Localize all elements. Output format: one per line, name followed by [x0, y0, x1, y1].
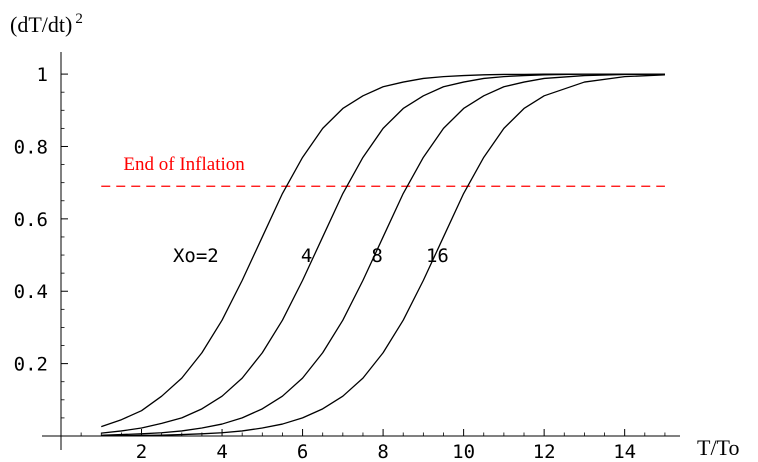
y-tick-label: 0.2	[14, 354, 48, 376]
curve-label: 8	[371, 245, 382, 267]
curve-labels: Xo=2 4 8 16	[173, 245, 449, 267]
x-axis-title: T/To	[697, 435, 739, 460]
axes	[42, 52, 680, 450]
y-tick-label: 0.8	[14, 136, 48, 158]
series-line	[101, 74, 665, 437]
axis-titles: (dT/dt)2T/To	[10, 11, 739, 460]
x-tick-label: 14	[613, 441, 636, 462]
y-axis-title: (dT/dt)2	[10, 11, 83, 37]
curve-label: 16	[426, 245, 449, 267]
reference-line-group: End of Inflation	[101, 154, 665, 187]
x-tick-label: 6	[297, 441, 308, 462]
series-group	[101, 73, 665, 437]
series-line	[101, 73, 665, 428]
series-line	[101, 73, 665, 434]
ticks: 2 4 6 8 10 12 14 0.2 0.4 0.6 0.8 1	[14, 64, 666, 462]
curve-label: Xo=2	[173, 245, 219, 267]
x-tick-label: 4	[216, 441, 227, 462]
end-of-inflation-label: End of Inflation	[123, 154, 245, 175]
series-line	[101, 73, 665, 436]
y-tick-label: 0.6	[14, 209, 48, 231]
x-tick-label: 8	[377, 441, 388, 462]
x-tick-label: 12	[533, 441, 556, 462]
y-tick-label: 0.4	[14, 281, 48, 303]
curve-label: 4	[301, 245, 312, 267]
x-tick-label: 2	[136, 441, 147, 462]
y-tick-label: 1	[37, 64, 48, 86]
x-tick-label: 10	[452, 441, 475, 462]
